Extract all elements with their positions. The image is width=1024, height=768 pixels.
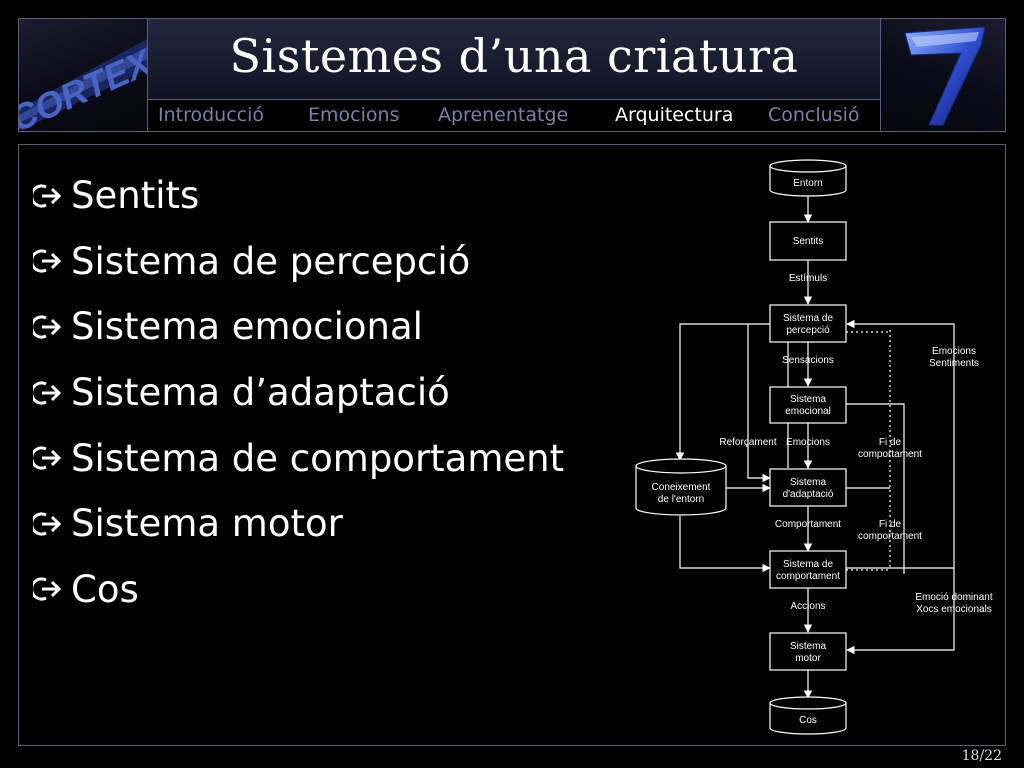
bullet-text: Sistema emocional	[71, 305, 423, 349]
node-cos: Cos	[769, 696, 847, 735]
edge-label-fi-comportament-2b: comportament	[858, 531, 922, 542]
arrow-circle-right-icon	[33, 509, 63, 539]
bullet-list: Sentits Sistema de percepció Sistema emo…	[33, 163, 564, 622]
node-coneixement-line2: de l'entorn	[658, 494, 704, 505]
node-percepcio-line1: Sistema de	[783, 313, 833, 324]
node-sentits-label: Sentits	[793, 236, 824, 247]
edge-label-accions: Accions	[790, 601, 825, 612]
slide-header: CORTEX Sistemes d’una criatura Introducc…	[18, 18, 1006, 132]
node-emocional-line2: emocional	[785, 406, 831, 417]
node-percepcio-line2: percepció	[786, 325, 830, 336]
edge-label-sensacions: Sensacions	[782, 355, 834, 366]
nav-item-emocions[interactable]: Emocions	[308, 104, 400, 126]
bullet-item: Cos	[33, 557, 564, 623]
bullet-text: Sistema de percepció	[71, 239, 471, 283]
arrow-circle-right-icon	[33, 312, 63, 342]
edge-label-reforcament: Reforçament	[719, 437, 776, 448]
node-percepcio: Sistema de percepció	[769, 304, 847, 343]
edge-label-emocions-sentiments-1: Emocions	[932, 346, 976, 357]
bullet-item: Sistema de percepció	[33, 229, 564, 295]
node-motor-line1: Sistema	[790, 641, 827, 652]
node-cos-label: Cos	[799, 715, 817, 726]
bullet-item: Sistema de comportament	[33, 425, 564, 491]
edge-label-estimuls: Estímuls	[789, 273, 827, 284]
arrow-circle-right-icon	[33, 181, 63, 211]
edge-label-fi-comportament-1a: Fi de	[879, 437, 902, 448]
slide-title: Sistemes d’una criatura	[229, 29, 799, 83]
node-adaptacio-line2: d'adaptació	[783, 489, 834, 500]
node-emocional: Sistema emocional	[769, 386, 847, 424]
arrow-circle-right-icon	[33, 246, 63, 276]
node-emocional-line1: Sistema	[790, 394, 827, 405]
nav-item-arquitectura[interactable]: Arquitectura	[615, 104, 734, 126]
bullet-text: Cos	[71, 567, 139, 611]
node-adaptacio-line1: Sistema	[790, 477, 827, 488]
node-sentits: Sentits	[769, 221, 847, 261]
node-entorn-label: Entorn	[793, 178, 822, 189]
arrow-circle-right-icon	[33, 443, 63, 473]
node-adaptacio: Sistema d'adaptació	[769, 468, 847, 507]
node-comportament: Sistema de comportament	[769, 550, 847, 589]
section-nav: Introducció Emocions Aprenentatge Arquit…	[148, 100, 880, 131]
bullet-item: Sentits	[33, 163, 564, 229]
arrow-circle-right-icon	[33, 574, 63, 604]
node-entorn: Entorn	[769, 159, 847, 197]
bullet-item: Sistema motor	[33, 491, 564, 557]
edge-label-fi-comportament-1b: comportament	[858, 449, 922, 460]
bullet-text: Sistema de comportament	[71, 436, 565, 480]
nav-item-aprenentatge[interactable]: Aprenentatge	[438, 104, 569, 126]
page-number: 18/22	[961, 748, 1002, 764]
edge-label-emocio-dominant-1: Emoció dominant	[915, 592, 992, 603]
bullet-item: Sistema emocional	[33, 294, 564, 360]
edge-label-fi-comportament-2a: Fi de	[879, 519, 902, 530]
node-comportament-line2: comportament	[776, 571, 840, 582]
node-motor-line2: motor	[795, 653, 821, 664]
node-coneixement-line1: Coneixement	[652, 482, 711, 493]
edge-label-emocions: Emocions	[786, 437, 830, 448]
bullet-item: Sistema d’adaptació	[33, 360, 564, 426]
nav-item-conclusio[interactable]: Conclusió	[768, 104, 860, 126]
bullet-text: Sistema motor	[71, 502, 343, 546]
bullet-text: Sentits	[71, 174, 200, 218]
nav-item-introduccio[interactable]: Introducció	[158, 104, 265, 126]
bullet-text: Sistema d’adaptació	[71, 371, 450, 415]
cortex-logo: CORTEX	[19, 19, 148, 131]
edge-label-emocio-dominant-2: Xocs emocionals	[916, 604, 992, 615]
seven-logo-icon	[880, 19, 1005, 131]
node-motor: Sistema motor	[769, 632, 847, 671]
title-bar: Sistemes d’una criatura	[148, 19, 880, 100]
edge-label-comportament: Comportament	[775, 519, 841, 530]
arrow-circle-right-icon	[33, 378, 63, 408]
node-comportament-line1: Sistema de	[783, 559, 833, 570]
edge-label-emocions-sentiments-2: Sentiments	[929, 358, 979, 369]
node-coneixement: Coneixement de l'entorn	[635, 458, 727, 516]
